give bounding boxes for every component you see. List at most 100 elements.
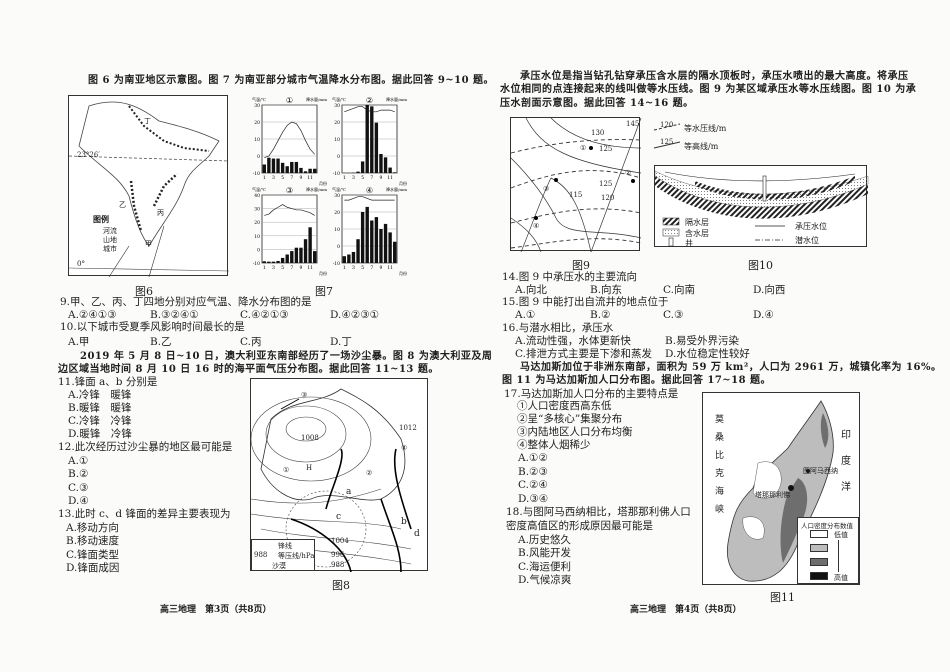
- temp-line: [264, 204, 315, 216]
- q11-option-b[interactable]: B.暖锋 暖锋: [68, 402, 132, 414]
- q14-option-a[interactable]: A.向北: [515, 284, 547, 296]
- q12-option-b[interactable]: B.②: [68, 468, 89, 480]
- q13-option-b[interactable]: B.移动速度: [66, 535, 120, 547]
- q9-option-d[interactable]: D.④②③①: [330, 309, 380, 321]
- q15-option-c[interactable]: C.③: [663, 309, 684, 321]
- figure8-caption: 图8: [332, 579, 350, 592]
- q9-option-c[interactable]: C.④②①③: [240, 309, 289, 321]
- label-tropic: 23°26′: [77, 151, 100, 159]
- month-tick-label: 3: [272, 265, 275, 271]
- q16-option-c[interactable]: C.排泄方式主要是下渗和蒸发: [515, 348, 652, 360]
- q12-option-a[interactable]: A.①: [68, 455, 89, 467]
- chart-id: ④: [366, 186, 373, 195]
- footer-left: 高三地理 第3页（共8页）: [160, 605, 272, 615]
- point-2: ②: [625, 169, 632, 177]
- isobar-996: 996: [331, 551, 345, 559]
- q11-stem: 11.锋面 a、b 分别是: [58, 376, 158, 388]
- right-passage2-line2: 图 11 为马达加斯加人口分布图。据此回答 17~18 题。: [502, 375, 772, 386]
- month-tick-label: 7: [290, 175, 293, 181]
- month-tick-label: 9: [300, 175, 303, 181]
- precip-bar: [351, 251, 356, 263]
- q16-option-b[interactable]: B.易受外界污染: [665, 335, 740, 347]
- q15-stem: 15.图 9 中能打出自流井的地点位于: [502, 296, 669, 308]
- point-1: ①: [580, 144, 587, 152]
- q9-option-a[interactable]: A.②④①③: [68, 309, 117, 321]
- temp-tick-label: 0: [337, 154, 340, 160]
- figure9-legend: 120 等水压线/m 125 等高线/m: [652, 120, 732, 160]
- legend-well: 井: [685, 239, 693, 248]
- q17-option-a[interactable]: A.①②: [518, 452, 548, 464]
- q13-option-c[interactable]: C.锋面类型: [66, 549, 119, 561]
- month-tick-label: 9: [380, 175, 383, 181]
- q14-option-d[interactable]: D.向西: [753, 284, 786, 296]
- isobar-1004: 1004: [331, 537, 349, 545]
- q11-option-a[interactable]: A.冷锋 暖锋: [68, 389, 132, 401]
- precip-bar: [262, 261, 266, 263]
- contour-125a: 125: [599, 145, 613, 153]
- precip-bar: [276, 158, 280, 173]
- q17-option-c[interactable]: C.②④: [518, 479, 548, 491]
- figure11-legend: 人口密度分布数值 低值 高值: [797, 517, 859, 584]
- legend-arrow: [838, 540, 839, 572]
- month-tick-label: 11: [307, 265, 313, 271]
- q13-option-d[interactable]: D.锋面成因: [66, 562, 120, 574]
- temp-tick-label: 0: [337, 244, 340, 250]
- precip-unit: 降水量/mm: [386, 96, 407, 102]
- q14-option-c[interactable]: C.向南: [663, 284, 695, 296]
- point-4: ④: [533, 222, 540, 230]
- q17-option-b[interactable]: B.②③: [518, 466, 548, 478]
- precip-bar: [294, 247, 299, 263]
- q18-option-a[interactable]: A.历史悠久: [518, 534, 571, 546]
- q16-option-a[interactable]: A.流动性强，水体更新快: [515, 335, 631, 347]
- precip-bar: [379, 229, 383, 263]
- figure10-caption: 图10: [748, 259, 773, 272]
- month-tick-label: 1: [343, 265, 346, 271]
- temp-tick-label: 20: [334, 210, 340, 216]
- legend-front: 锋线: [278, 542, 292, 550]
- label-2: ②: [366, 469, 373, 477]
- month-tick-label: 1: [343, 175, 346, 181]
- q10-option-c[interactable]: C.丙: [240, 336, 262, 348]
- precip-bar: [271, 261, 276, 263]
- q11-option-d[interactable]: D.暖锋 冷锋: [68, 428, 132, 440]
- chart-id: ③: [286, 186, 293, 195]
- q9-option-b[interactable]: B.③②④①: [150, 309, 199, 321]
- q12-option-c[interactable]: C.③: [68, 482, 89, 494]
- q18-option-c[interactable]: C.海运便利: [518, 561, 571, 573]
- q10-option-b[interactable]: B.乙: [150, 336, 172, 348]
- label-bing: 丙: [157, 209, 164, 217]
- legend-sample-125: 125: [660, 138, 674, 146]
- q18-option-d[interactable]: D.气候凉爽: [518, 574, 572, 586]
- month-tick-label: 1: [263, 265, 266, 271]
- q15-option-d[interactable]: D.④: [753, 309, 774, 321]
- month-unit: 月份: [319, 180, 327, 186]
- q12-option-d[interactable]: D.④: [68, 495, 89, 507]
- q15-option-b[interactable]: B.②: [590, 309, 611, 321]
- legend-aquifer: 含水层: [685, 229, 709, 238]
- q11-option-c[interactable]: C.冷锋 冷锋: [68, 415, 132, 427]
- q17-option-d[interactable]: D.③④: [518, 493, 549, 505]
- legend-low: 低值: [834, 531, 848, 539]
- precip-bar: [280, 162, 285, 173]
- label-indian-ocean: 印度洋: [841, 430, 851, 493]
- legend-confined-level: 承压水位: [795, 222, 827, 231]
- passage2-line2: 边区域当地时间 8 月 10 日 16 时的海平面气压分布图。据此回答 11~1…: [58, 364, 439, 375]
- q17-item-4: ④整体人烟稀少: [517, 439, 591, 451]
- temp-tick-label: 20: [334, 120, 340, 126]
- q10-option-d[interactable]: D.丁: [330, 336, 352, 348]
- front-c: c: [336, 512, 342, 522]
- legend-river: 河流: [103, 227, 117, 235]
- q15-option-a[interactable]: A.①: [515, 309, 536, 321]
- precip-bar: [294, 161, 299, 173]
- point-3: ③: [543, 185, 550, 193]
- legend-title: 图例: [93, 214, 109, 224]
- q18-stem-line2: 密度高值区的形成原因最可能是: [506, 520, 653, 532]
- q14-option-b[interactable]: B.向东: [590, 284, 623, 296]
- q16-option-d[interactable]: D.水位稳定性较好: [665, 348, 750, 360]
- q13-option-a[interactable]: A.移动方向: [66, 522, 119, 534]
- q18-option-b[interactable]: B.风能开发: [518, 547, 572, 559]
- q10-option-a[interactable]: A.甲: [68, 336, 90, 348]
- temp-tick-label: 20: [254, 220, 260, 226]
- precip-bar: [285, 166, 289, 173]
